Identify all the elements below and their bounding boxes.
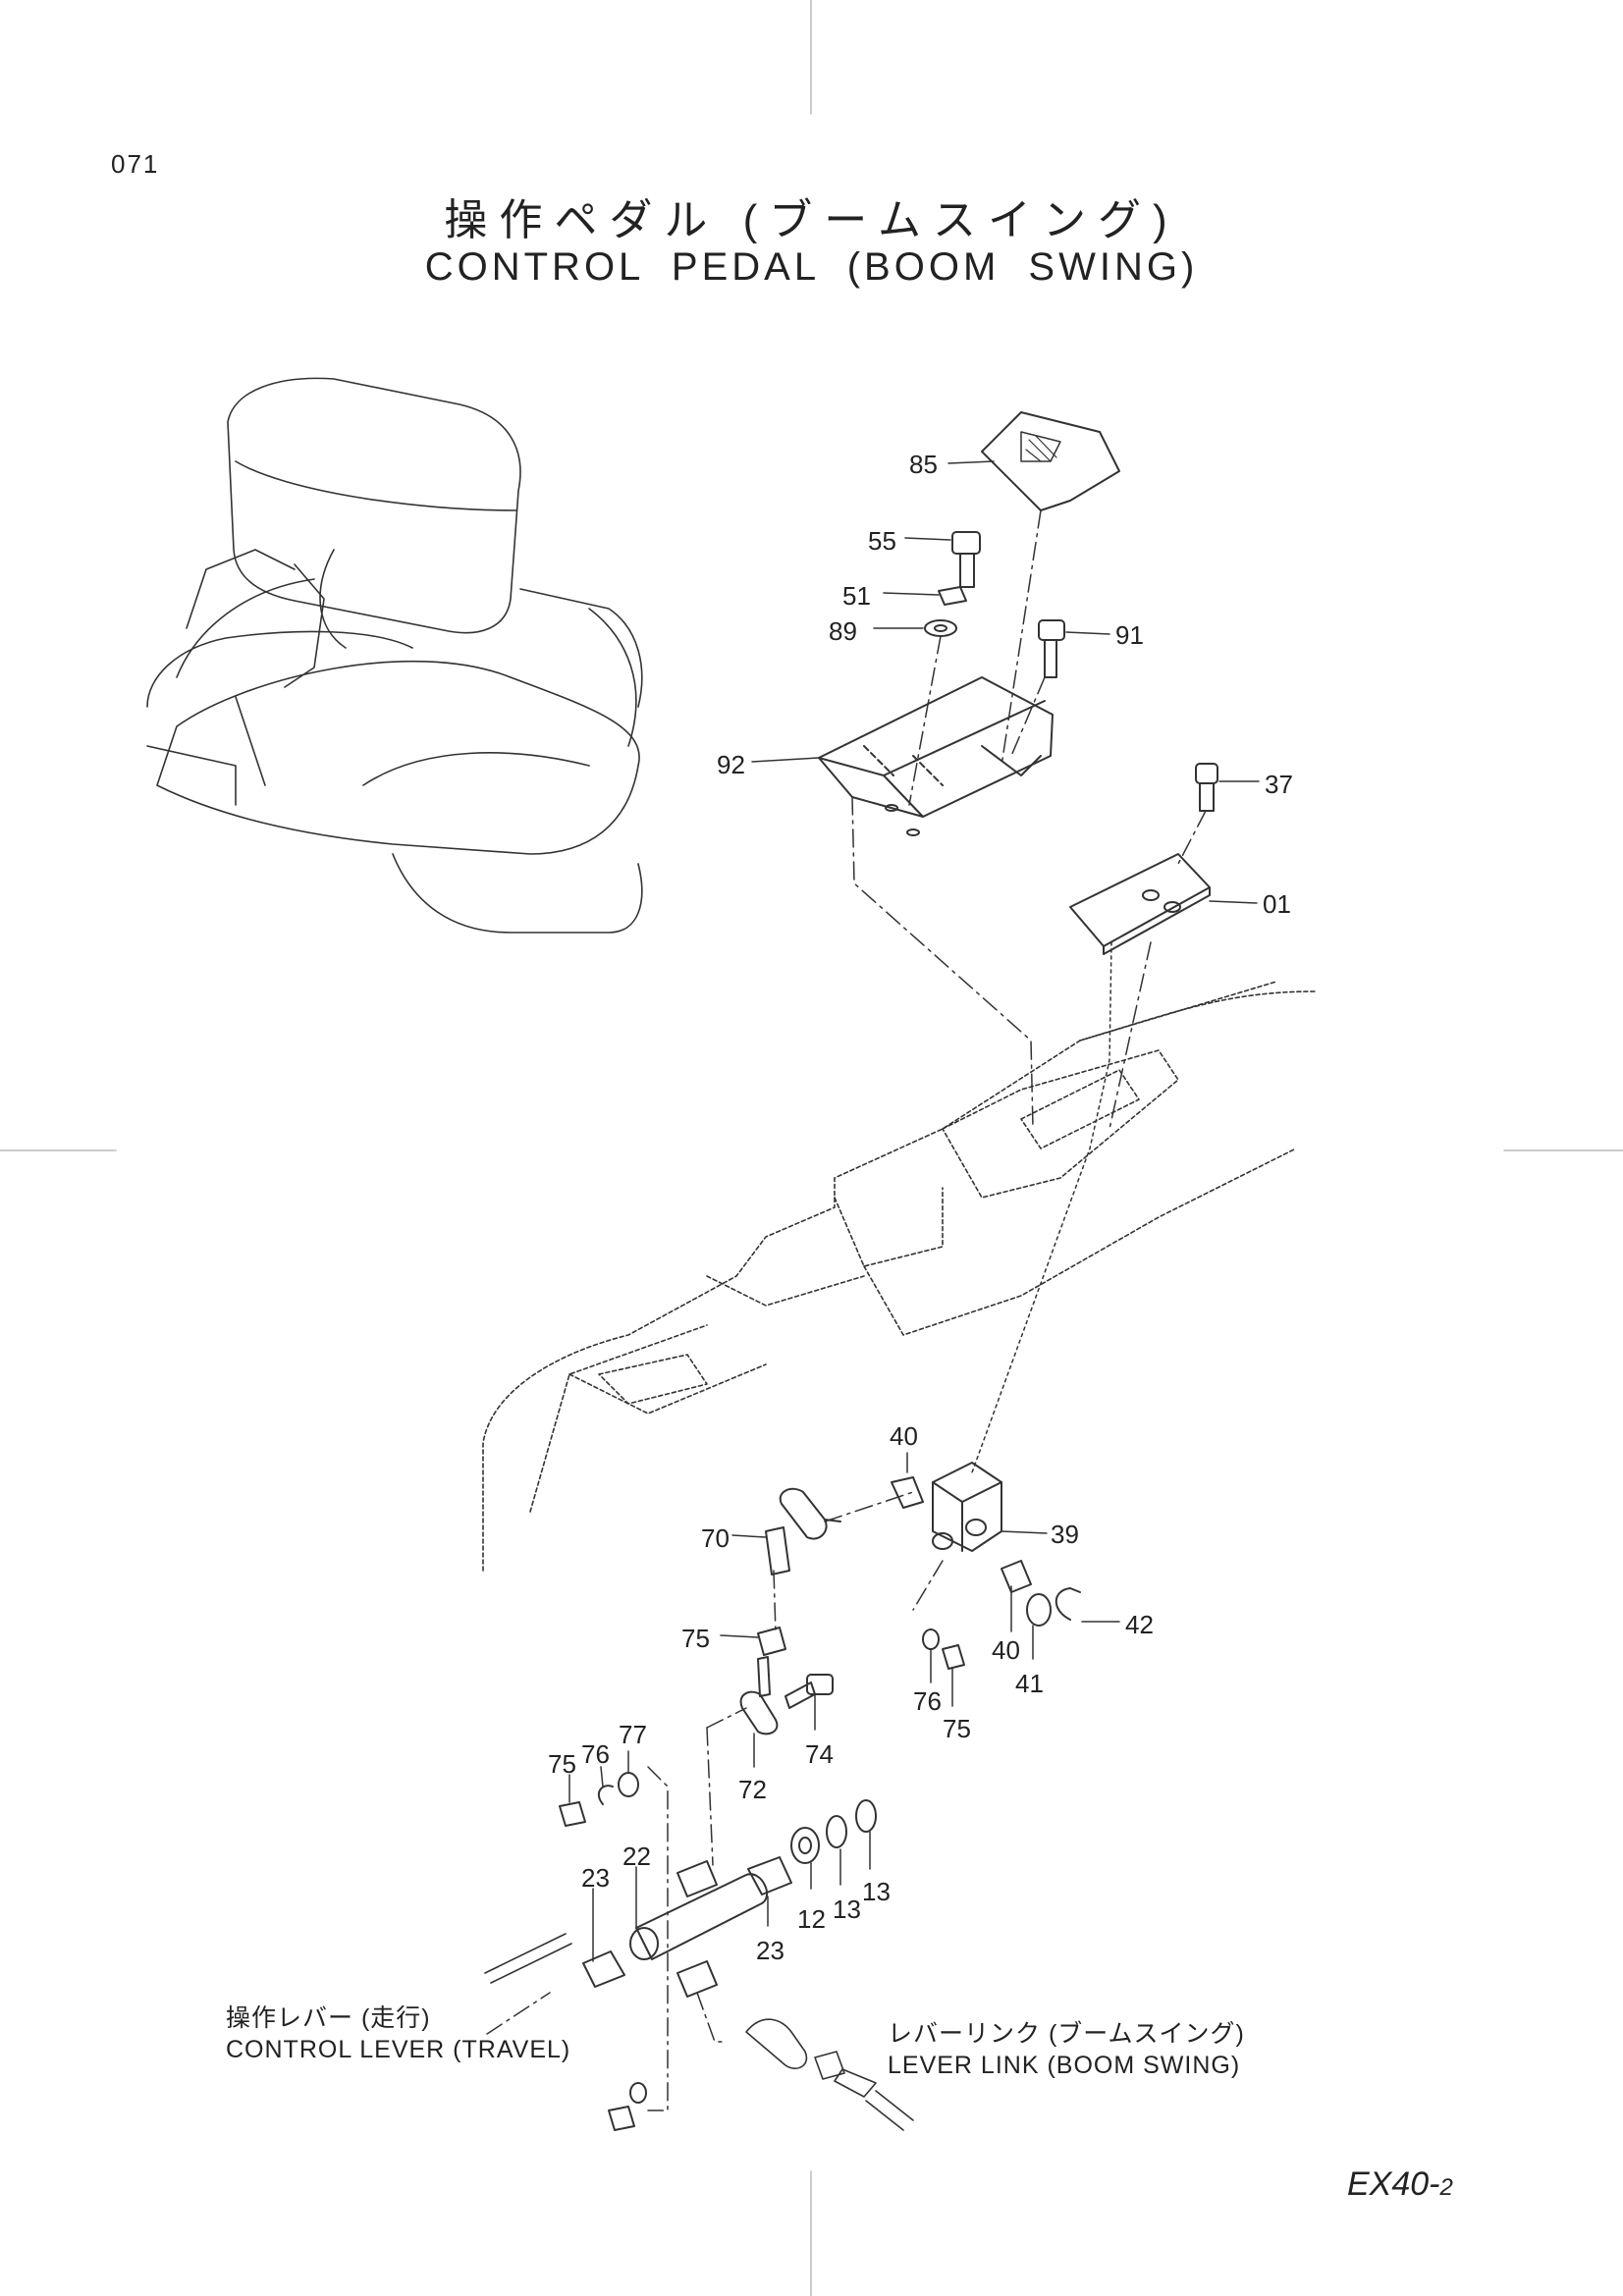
bushing-23-right [747,1856,792,1896]
leader-lines [568,460,1260,1962]
bracket-39 [932,1462,1002,1552]
callout-76: 76 [913,1686,942,1716]
nut-75-right [942,1644,965,1670]
callout-89: 89 [829,616,857,646]
callout-13: 13 [862,1877,891,1906]
callout-40: 40 [890,1421,918,1451]
bushing-23-left [582,1950,625,1988]
callout-12: 12 [797,1904,826,1934]
control-lever-travel-rod [484,1933,572,1984]
nut-lower-left [608,2106,635,2131]
callout-40: 40 [992,1635,1020,1665]
callout-51: 51 [842,581,871,611]
shaft-22 [629,1860,769,1998]
spring-washer-76-lower [597,1785,614,1805]
model-code: EX40-2 [1347,2165,1453,2204]
socket-bolt-37 [1195,763,1218,812]
washer-89 [924,619,957,637]
washer-77 [618,1772,639,1797]
callout-92: 92 [717,750,745,779]
callout-77: 77 [619,1720,647,1749]
note-control-lever-jp: 操作レバー (走行) [226,2004,431,2032]
note-lever-link-en: LEVER LINK (BOOM SWING) [888,2052,1241,2079]
callout-22: 22 [622,1842,651,1871]
nut-75-left [757,1627,786,1656]
bolt-55 [951,531,981,588]
bushing-40b [1001,1560,1032,1593]
rod-end-72 [739,1656,779,1735]
bushing-40 [891,1476,924,1509]
washer-lower-left [629,2082,647,2104]
callout-23: 23 [756,1936,784,1965]
callout-74: 74 [805,1739,834,1769]
callout-42: 42 [1125,1610,1154,1639]
bolt-74 [784,1674,834,1709]
bolt-91 [1038,619,1065,678]
nut-51 [938,586,967,606]
callout-55: 55 [868,526,896,556]
washer-12 [790,1827,820,1864]
floor-plate-illustration [482,981,1317,1572]
callout-91: 91 [1115,620,1144,650]
pedal-pad-85 [981,411,1120,511]
callout-70: 70 [701,1523,730,1553]
page-number: 071 [111,149,160,179]
callout-23: 23 [581,1863,610,1893]
note-control-lever-en: CONTROL LEVER (TRAVEL) [226,2036,571,2063]
callout-01: 01 [1263,889,1291,919]
washer-41 [1026,1593,1052,1627]
callout-76: 76 [581,1739,610,1769]
pedal-92 [818,676,1054,836]
callout-75: 75 [681,1624,710,1653]
rod-end-70 [765,1487,841,1575]
washer-76-right [922,1629,940,1650]
callout-37: 37 [1265,770,1293,799]
shim-13a [826,1815,847,1848]
callout-39: 39 [1051,1520,1079,1549]
page-title-english: CONTROL PEDAL (BOOM SWING) [424,245,1199,289]
page-title-japanese: 操作ペダル (ブームスイング) [444,196,1179,244]
model-code-main: EX40- [1347,2165,1440,2203]
plate-01 [1069,853,1211,955]
shim-13b [855,1799,877,1833]
callout-41: 41 [1015,1669,1044,1698]
note-control-lever-travel: 操作レバー (走行) CONTROL LEVER (TRAVEL) [226,2002,570,2065]
nut-75-lower [559,1801,586,1827]
callout-13: 13 [833,1895,861,1924]
operator-seat-illustration [146,377,643,934]
callout-85: 85 [909,450,938,479]
snap-ring-42 [1055,1587,1081,1621]
assembly-guide-lines [486,509,1207,2111]
note-lever-link-jp: レバーリンク (ブームスイング) [888,2020,1245,2048]
callout-75: 75 [548,1749,576,1779]
note-lever-link-boom-swing: レバーリンク (ブームスイング) LEVER LINK (BOOM SWING) [888,2018,1245,2081]
dotted-guide-line [971,941,1112,1473]
callout-75: 75 [943,1714,971,1743]
callout-72: 72 [738,1775,767,1804]
model-code-sub: 2 [1439,2174,1453,2201]
lever-link-boom-swing [745,2018,914,2131]
